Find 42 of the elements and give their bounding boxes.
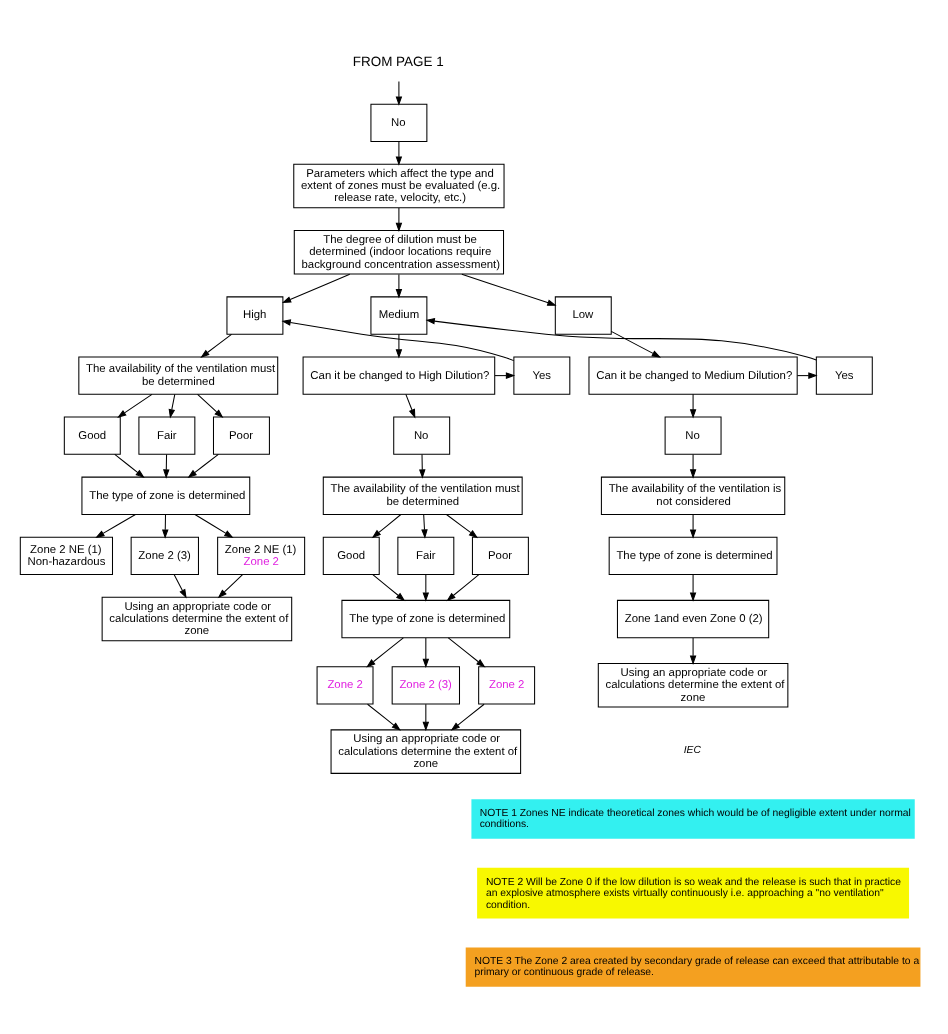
arrow <box>200 333 233 358</box>
arrow <box>194 514 234 539</box>
arrow <box>689 637 697 665</box>
arrow <box>450 703 485 731</box>
arrow <box>689 514 697 539</box>
arrow <box>422 574 430 602</box>
arrow <box>163 453 170 479</box>
arrow <box>419 453 426 479</box>
arrow <box>281 319 515 362</box>
arrow <box>395 81 403 106</box>
arrow <box>689 393 697 419</box>
arrow <box>422 637 430 669</box>
arrow <box>610 330 662 358</box>
arrow <box>796 372 818 379</box>
arrow <box>447 637 486 668</box>
arrow <box>197 393 224 419</box>
arrow <box>445 514 479 539</box>
arrow <box>168 393 176 419</box>
arrow <box>422 703 430 732</box>
arrow <box>372 574 406 602</box>
arrow <box>281 273 351 304</box>
arrow <box>494 372 516 379</box>
arrow <box>173 574 187 599</box>
arrow <box>117 393 153 418</box>
arrow <box>689 453 697 479</box>
arrow <box>395 141 403 166</box>
arrow <box>371 514 402 539</box>
arrow <box>395 273 403 299</box>
arrow <box>395 207 403 233</box>
arrow <box>395 333 403 359</box>
arrow <box>114 453 145 479</box>
arrow <box>187 453 219 479</box>
arrow <box>425 317 817 361</box>
arrow <box>366 637 404 668</box>
arrow <box>95 514 136 538</box>
arrow <box>689 574 697 602</box>
arrow <box>446 574 480 602</box>
arrow <box>367 703 401 731</box>
arrow <box>217 574 244 599</box>
arrow <box>405 393 416 419</box>
arrow <box>461 273 557 306</box>
arrow <box>421 514 428 539</box>
